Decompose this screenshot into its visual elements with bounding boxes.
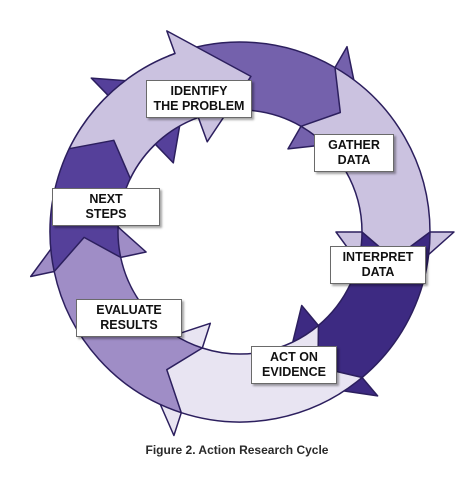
step-identify-line1: IDENTIFY <box>170 84 228 98</box>
step-identify-the-problem: IDENTIFY THE PROBLEM <box>146 80 252 118</box>
step-next-steps: NEXT STEPS <box>52 188 160 226</box>
step-evaluate-results: EVALUATE RESULTS <box>76 299 182 337</box>
step-interpret-data: INTERPRET DATA <box>330 246 426 284</box>
step-gather-line1: GATHER <box>328 138 380 152</box>
step-identify-line2: THE PROBLEM <box>153 99 245 113</box>
step-interpret-line2: DATA <box>361 265 395 279</box>
step-evaluate-line1: EVALUATE <box>96 303 162 317</box>
step-gather-line2: DATA <box>337 153 371 167</box>
step-gather-data: GATHER DATA <box>314 134 394 172</box>
step-next-line2: STEPS <box>85 207 127 221</box>
step-act-line1: ACT ON <box>270 350 318 364</box>
step-next-line1: NEXT <box>89 192 123 206</box>
step-act-on-evidence: ACT ON EVIDENCE <box>251 346 337 384</box>
step-evaluate-line2: RESULTS <box>100 318 158 332</box>
step-interpret-line1: INTERPRET <box>342 250 414 264</box>
figure-caption: Figure 2. Action Research Cycle <box>145 443 329 457</box>
step-act-line2: EVIDENCE <box>262 365 326 379</box>
